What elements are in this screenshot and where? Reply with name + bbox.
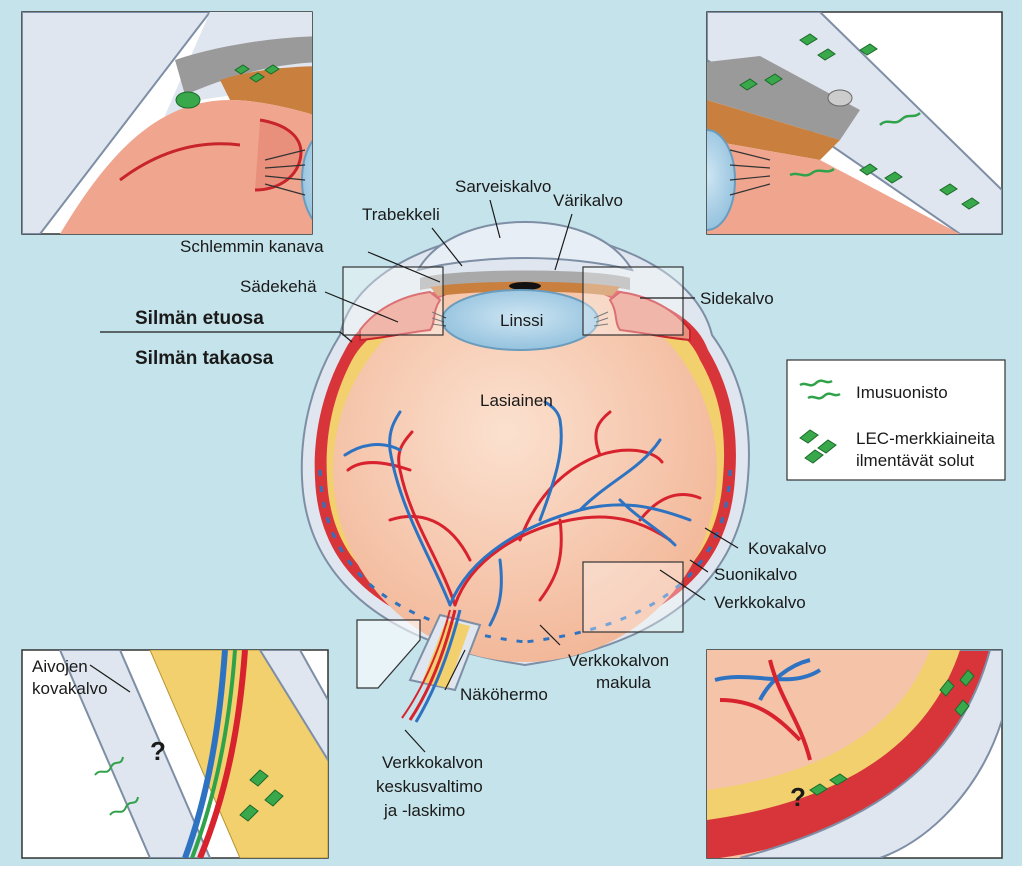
- label-aivojen-2: kovakalvo: [32, 679, 108, 698]
- question-left: ?: [150, 736, 166, 766]
- label-verkkokalvo: Verkkokalvo: [714, 593, 806, 612]
- label-nakohermo: Näköhermo: [460, 685, 548, 704]
- label-schlemm: Schlemmin kanava: [180, 237, 324, 256]
- label-sidekalvo: Sidekalvo: [700, 289, 774, 308]
- label-etuosa: Silmän etuosa: [135, 308, 264, 329]
- label-suonikalvo: Suonikalvo: [714, 565, 797, 584]
- label-valtimo-1: Verkkokalvon: [382, 753, 483, 772]
- legend-lec-label-1: LEC-merkkiaineita: [856, 429, 995, 448]
- label-valtimo-3: ja -laskimo: [383, 801, 465, 820]
- legend-lec-label-2: ilmentävät solut: [856, 451, 974, 470]
- label-makula-2: makula: [596, 673, 651, 692]
- label-kovakalvo: Kovakalvo: [748, 539, 826, 558]
- label-makula-1: Verkkokalvon: [568, 651, 669, 670]
- question-right: ?: [790, 782, 806, 812]
- label-valtimo-2: keskusvaltimo: [376, 777, 483, 796]
- label-lasiainen: Lasiainen: [480, 391, 553, 410]
- legend-lymph-label: Imusuonisto: [856, 383, 948, 402]
- label-sadekeha: Sädekehä: [240, 277, 317, 296]
- panel-top-left: [22, 12, 358, 234]
- panel-bottom-right: [707, 650, 1002, 858]
- label-takaosa: Silmän takaosa: [135, 348, 274, 369]
- label-sarveiskalvo: Sarveiskalvo: [455, 177, 551, 196]
- pupil: [509, 282, 541, 290]
- panel-top-right: [679, 12, 1002, 234]
- label-aivojen-1: Aivojen: [32, 657, 88, 676]
- label-trabekkeli: Trabekkeli: [362, 205, 440, 224]
- label-linssi: Linssi: [500, 311, 543, 330]
- label-varikalvo: Värikalvo: [553, 191, 623, 210]
